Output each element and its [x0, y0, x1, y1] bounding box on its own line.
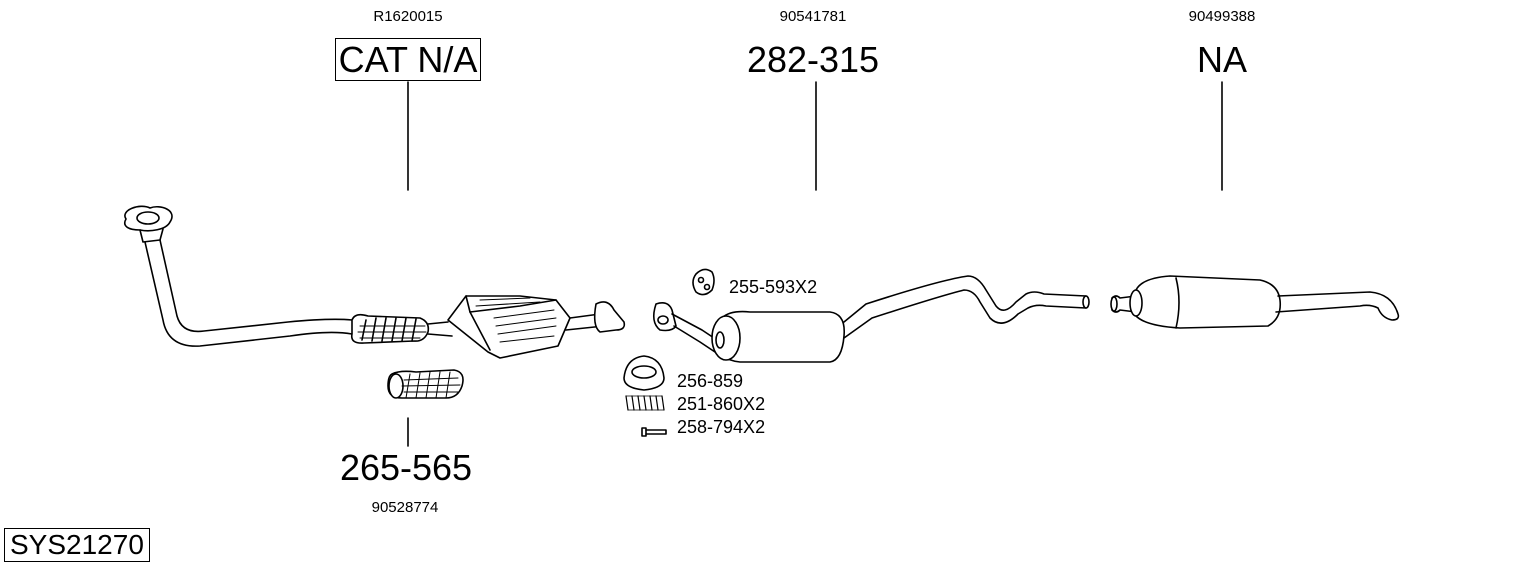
- part-ref-rear: 90499388: [1188, 8, 1256, 25]
- part-number-cat-box: CAT N/A: [334, 38, 482, 81]
- spring-icon: [625, 395, 665, 411]
- part-ref-flexpipe: 90528774: [371, 499, 439, 516]
- part-ref-cat: R1620015: [373, 8, 443, 25]
- accessory-label-spring: 251-860X2: [677, 394, 766, 414]
- accessory-label-ring: 256-859: [677, 371, 744, 391]
- system-id-badge: SYS21270: [4, 528, 150, 562]
- flexible-pipe-icon: [387, 369, 464, 399]
- rubber-hanger-icon: [692, 268, 715, 296]
- middle-silencer-icon: [652, 275, 1090, 363]
- front-pipe-icon: [124, 205, 353, 347]
- part-number-middle: 282-315: [746, 39, 880, 80]
- part-ref-middle: 90541781: [779, 8, 847, 25]
- accessory-label-hanger: 255-593X2: [729, 277, 818, 297]
- flex-section-icon: [350, 313, 453, 344]
- accessory-label-bolt: 258-794X2: [677, 417, 766, 437]
- part-number-flexpipe: 265-565: [339, 447, 473, 488]
- part-number-cat: CAT N/A: [308, 38, 508, 81]
- bolt-icon: [641, 427, 667, 437]
- rear-silencer-icon: [1110, 275, 1400, 329]
- catalytic-converter-icon: [447, 295, 626, 359]
- sealing-ring-icon: [623, 355, 665, 391]
- part-number-rear: NA: [1196, 39, 1247, 80]
